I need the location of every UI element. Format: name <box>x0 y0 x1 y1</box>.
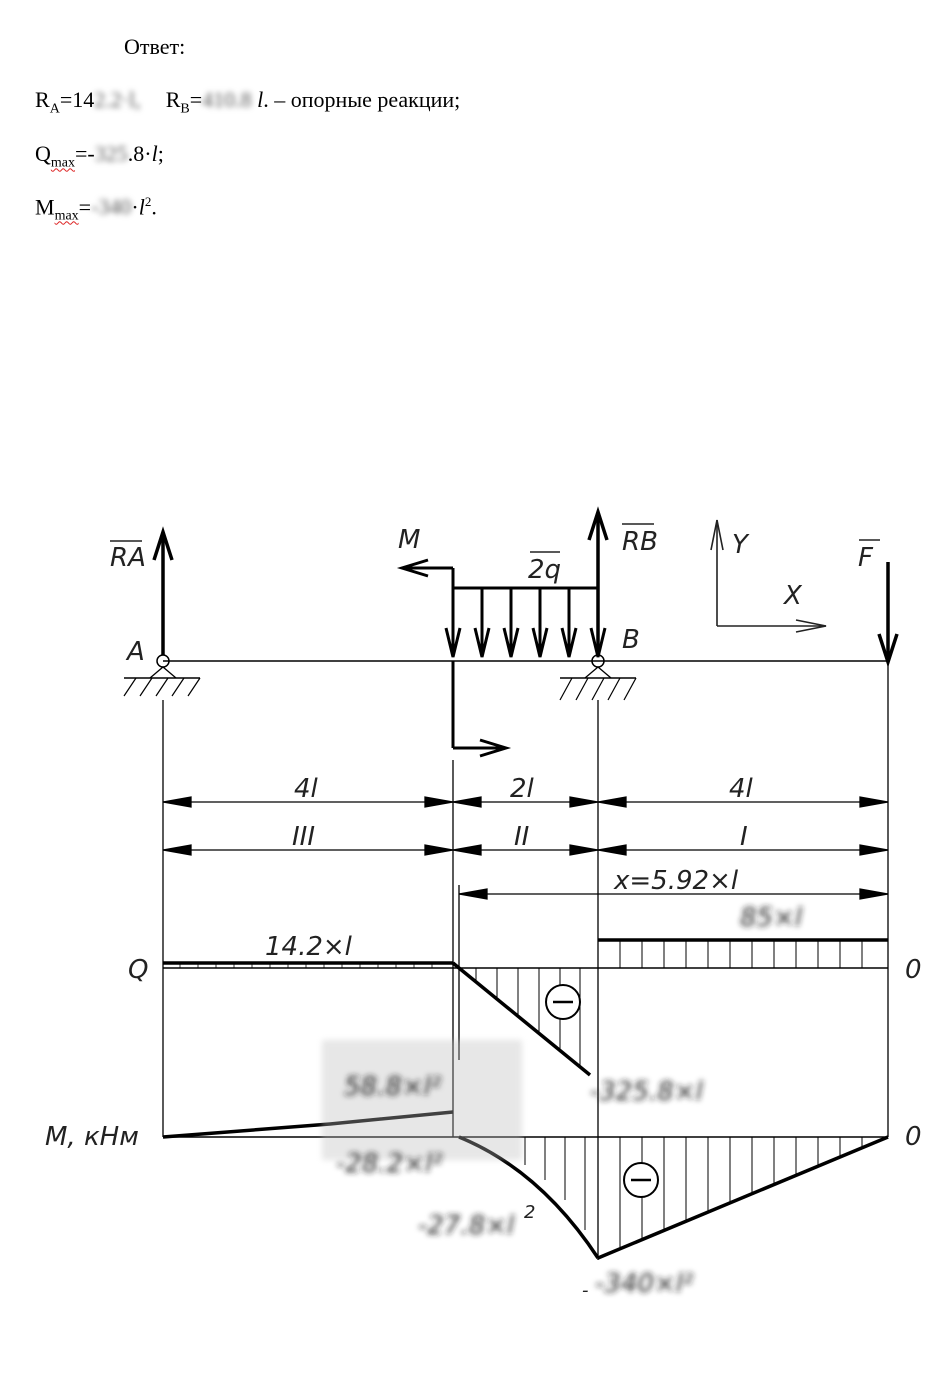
rb-sub: B <box>180 101 190 117</box>
label-f: F <box>858 543 874 573</box>
m-value-3-exp: 2 <box>524 1202 535 1223</box>
section-ii: II <box>514 822 529 852</box>
qmax-suffix: ; <box>157 141 164 166</box>
q-right-value: 85×l <box>740 903 803 933</box>
rb-eq: = <box>189 87 203 112</box>
qmax-label: Q <box>35 141 51 166</box>
mmax-sub: max <box>54 208 79 224</box>
label-b: B <box>622 625 640 655</box>
m-diagram <box>162 1040 889 1260</box>
distributed-load <box>444 586 607 658</box>
section-i: I <box>740 822 748 852</box>
m-min-dash: - <box>582 1280 589 1301</box>
qmax-unit: l <box>151 141 158 166</box>
label-a: A <box>125 637 145 667</box>
m-end-value: 0 <box>905 1122 922 1152</box>
label-rb: RB <box>622 527 658 557</box>
rb-unit: l <box>257 87 264 112</box>
qmax-value: .8· <box>127 141 152 166</box>
mmax-value: · <box>131 194 139 220</box>
dim-seg1: 4l <box>294 774 319 804</box>
reactions-line: RA=142.2·l, RB=410.8 l. – опорные реакци… <box>35 87 460 117</box>
qmax-sub: max <box>50 155 75 171</box>
q-axis-label: Q <box>128 955 148 985</box>
label-ra: RA <box>110 543 146 573</box>
section-iii: III <box>292 822 315 852</box>
mmax-line: Mmax=-340·l2. <box>35 194 157 225</box>
support-b <box>559 654 637 701</box>
m-value-2: -28.2×l² <box>336 1149 443 1179</box>
m-value-3: -27.8×l <box>418 1211 515 1241</box>
dim-seg3: 4l <box>729 774 754 804</box>
label-m: M <box>398 525 420 555</box>
label-y: Y <box>732 530 750 560</box>
coordinate-axes <box>710 519 827 633</box>
mmax-unit: l <box>138 194 145 220</box>
mmax-value-blurred: -340 <box>91 194 132 220</box>
mmax-suffix: . <box>151 194 157 220</box>
rb-arrow <box>587 506 609 655</box>
m-value-1: 58.8×l² <box>344 1072 441 1102</box>
support-a <box>123 654 201 697</box>
force-f <box>877 562 899 668</box>
rb-suffix: . – опорные реакции; <box>263 87 461 112</box>
moment-m <box>396 558 512 758</box>
qmax-prefix: =- <box>75 141 95 166</box>
qmax-value-blurred: 325 <box>94 141 128 166</box>
label-x: X <box>782 581 803 611</box>
dim-x-distance: x=5.92×l <box>613 866 739 896</box>
ra-sub: A <box>49 101 60 117</box>
dimension-lines <box>162 796 889 900</box>
q-end-value: 0 <box>905 955 922 985</box>
rb-value-blurred: 410.8 <box>202 87 252 112</box>
rb-label: R <box>165 87 181 112</box>
qmax-line: Qmax=-325.8·l; <box>35 141 164 171</box>
m-axis-label: M, кНм <box>45 1122 139 1152</box>
mmax-exp: 2 <box>144 194 152 209</box>
ra-arrow <box>152 526 174 655</box>
q-diagram <box>163 938 888 1077</box>
m-min-value: -340×l² <box>595 1269 693 1299</box>
q-left-value: 14.2×l <box>265 932 353 962</box>
q-min-value: -325.8×l <box>590 1077 704 1107</box>
label-2q: 2q <box>528 555 561 585</box>
ra-label: R <box>35 87 50 112</box>
answer-block: Ответ: RA=142.2·l, RB=410.8 l. – опорные… <box>0 0 947 260</box>
ra-value: =14 <box>59 87 95 112</box>
answer-heading: Ответ: <box>124 34 186 59</box>
mmax-prefix: = <box>78 194 92 220</box>
mmax-label: M <box>35 194 55 220</box>
dim-seg2: 2l <box>510 774 535 804</box>
ra-value-blurred: 2.2·l, <box>94 87 141 112</box>
